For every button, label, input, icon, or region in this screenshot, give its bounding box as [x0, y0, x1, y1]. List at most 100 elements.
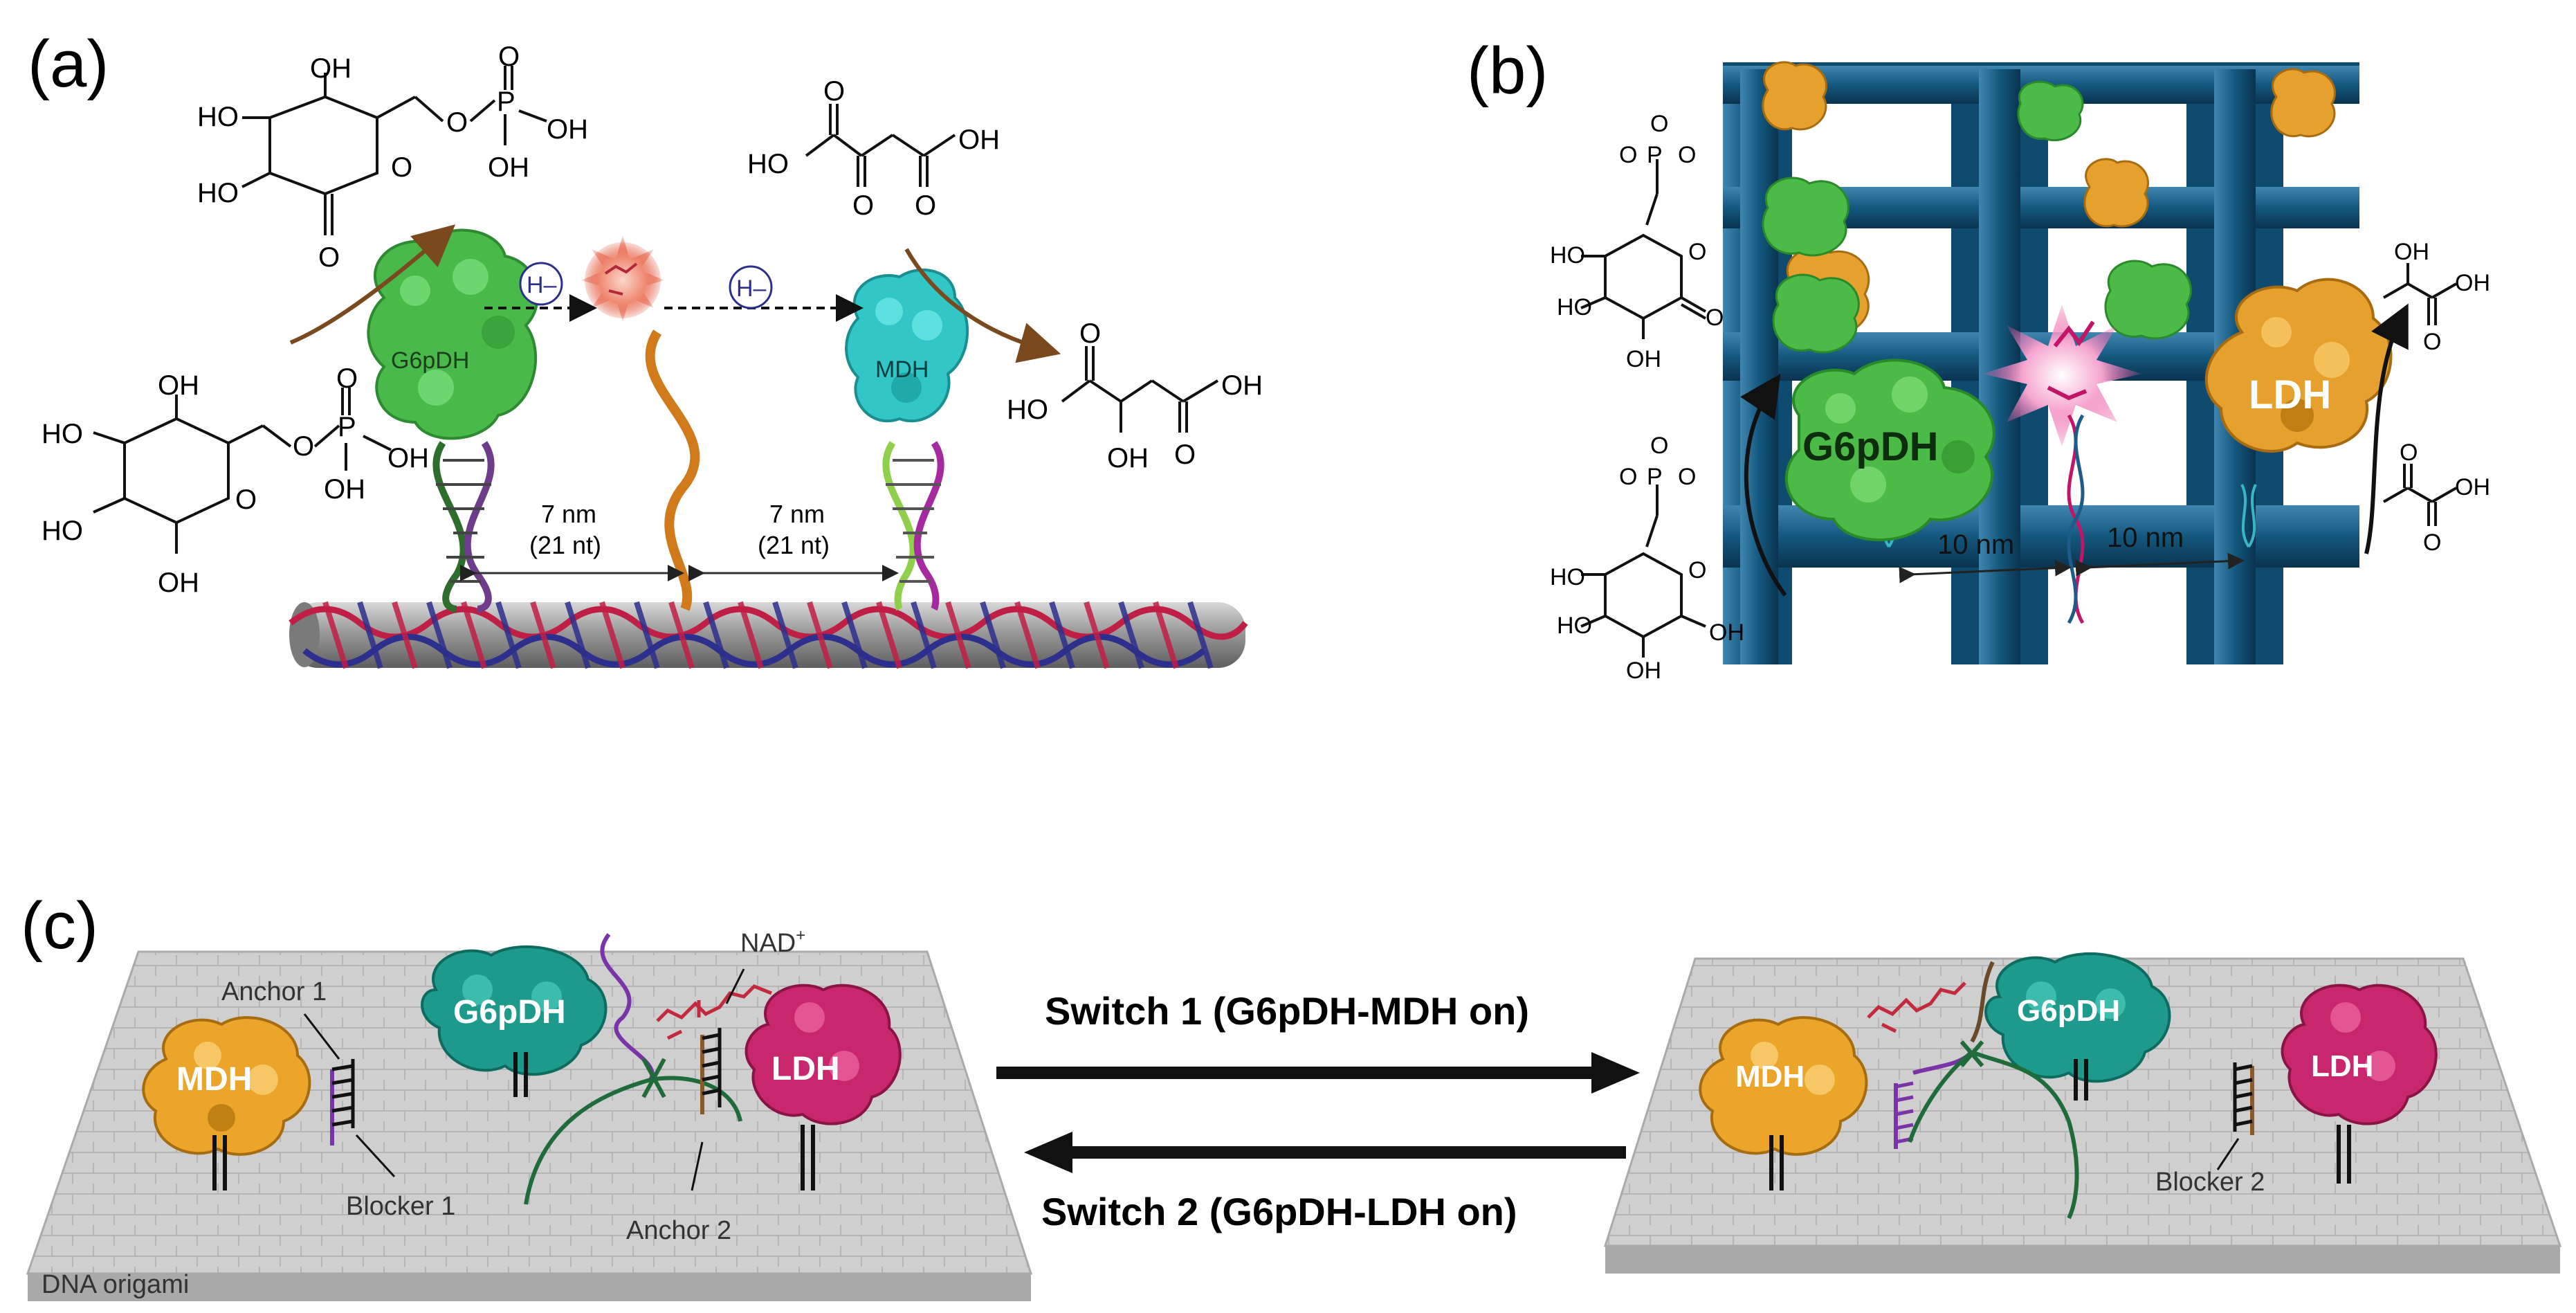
mdh-dna-tether — [882, 441, 944, 611]
distance-label: (21 nt) — [529, 531, 601, 559]
chem-label: OH — [1221, 370, 1263, 401]
enzyme-label-g6pdh: G6pDH — [2017, 994, 2120, 1028]
nad-tether-strand — [2067, 414, 2085, 624]
enzyme-label-g6pdh: G6pDH — [391, 347, 469, 374]
gluconolactone-6-phosphate-structure — [241, 66, 547, 235]
chem-label: O — [2400, 440, 2418, 466]
nad-tether-crossover — [1960, 1040, 1984, 1067]
nad-tether-strand — [645, 329, 700, 611]
nad-tether-strand — [1970, 961, 1995, 1043]
chem-label: OH — [310, 53, 351, 84]
blocker-2-strand — [2233, 1062, 2254, 1135]
distance-marker-left — [1899, 559, 2072, 583]
chem-label: P — [338, 412, 356, 442]
svg-text:H–: H– — [736, 275, 767, 302]
chem-label: HO — [1007, 395, 1048, 425]
ldh-enzyme — [745, 984, 902, 1190]
malate-structure — [1061, 346, 1219, 433]
chem-label: O — [1079, 318, 1101, 349]
label-blocker-1: Blocker 1 — [346, 1192, 455, 1221]
dna-helix-rod — [289, 601, 1248, 669]
leader-line — [2216, 1138, 2240, 1170]
g6pdh-enzyme — [1984, 952, 2171, 1101]
chem-label: HO — [197, 102, 239, 132]
anchor-1-strand — [330, 1059, 355, 1146]
chem-label: HO — [42, 419, 83, 449]
nad-cofactor — [656, 984, 772, 1040]
chem-label: O — [1678, 464, 1696, 490]
distance-marker-right — [2075, 552, 2245, 577]
g6pdh-dna-tether — [432, 441, 495, 613]
nad-tether-strand — [600, 933, 655, 1081]
chem-label: OH — [1626, 346, 1661, 372]
label-blocker-2: Blocker 2 — [2155, 1168, 2265, 1197]
chem-label: HO — [747, 149, 789, 179]
enzyme-label-g6pdh: G6pDH — [1802, 424, 1939, 469]
enzyme-label-g6pdh: G6pDH — [453, 994, 566, 1031]
pyruvate-structure — [2383, 464, 2457, 526]
nad-cofactor-burst — [581, 235, 664, 322]
chem-label: OH — [958, 125, 1000, 155]
chem-label: OH — [387, 443, 429, 473]
chem-label: OH — [1626, 658, 1661, 684]
ldh-dna-tether — [2240, 484, 2257, 548]
g6pdh-enzyme — [1784, 359, 1995, 541]
chem-label: O — [1619, 464, 1637, 490]
chem-label: HO — [1550, 564, 1585, 590]
chem-label: O — [1678, 142, 1696, 168]
chem-label: P — [497, 87, 515, 117]
g6pdh-enzyme — [421, 945, 608, 1097]
hydride-badge: H– — [729, 265, 773, 309]
nad-tether-strand — [1908, 1050, 1973, 1143]
nad-tether-crossover — [641, 1058, 666, 1098]
chem-label: O — [1650, 111, 1668, 137]
g6pdh-enzyme-small — [1762, 80, 2192, 340]
oxaloacetate-structure — [805, 104, 956, 187]
svg-text:H–: H– — [527, 272, 557, 298]
ldh-enzyme — [2281, 984, 2438, 1184]
chem-label: O — [498, 42, 520, 72]
chem-label: O — [1706, 305, 1724, 331]
glucose-6-phosphate-structure — [93, 388, 392, 554]
chem-label: OH — [158, 568, 199, 598]
chem-label: O — [235, 485, 257, 515]
chem-label: OH — [2455, 474, 2490, 500]
lactate-structure — [2383, 263, 2457, 325]
chem-label: O — [293, 431, 314, 462]
hydride-badge: H– — [519, 262, 563, 306]
enzyme-label-mdh: MDH — [1735, 1060, 1805, 1094]
panel-c-letter: (c) — [21, 889, 98, 963]
chem-label: O — [1174, 440, 1196, 470]
chem-label: OH — [2455, 270, 2490, 296]
switch-2-arrowhead — [1024, 1132, 1072, 1173]
chem-label: O — [2423, 529, 2441, 556]
nad-cofactor — [1867, 981, 1966, 1033]
chem-label: OH — [547, 114, 588, 145]
chem-label: HO — [42, 516, 83, 546]
chem-label: O — [391, 152, 412, 183]
chem-label: O — [1650, 433, 1668, 459]
panel-c: (c) MDH G6pDH — [21, 889, 2562, 1301]
nad-tether-strand — [1971, 1050, 2079, 1220]
distance-label: (21 nt) — [758, 531, 830, 559]
chem-label: O — [1619, 142, 1637, 168]
distance-label: 7 nm — [541, 500, 596, 528]
enzyme-label-ldh: LDH — [2249, 372, 2331, 417]
chem-label: O — [1688, 557, 1706, 583]
chem-label: OH — [324, 474, 365, 505]
nad-tether-strand — [524, 1078, 651, 1205]
distance-label: 10 nm — [2107, 523, 2184, 553]
chem-label: O — [2423, 329, 2441, 355]
chem-label: O — [915, 190, 936, 221]
enzyme-label-mdh: MDH — [875, 356, 929, 383]
anchor-1-strand — [1895, 1081, 1914, 1144]
chem-label: P — [1647, 142, 1663, 168]
chem-label: OH — [158, 370, 199, 401]
chem-label: HO — [197, 178, 239, 208]
panel-a: (a) OH HO HO O O O P O OH OH — [28, 27, 1263, 669]
enzyme-label-ldh: LDH — [771, 1051, 840, 1087]
chem-label: O — [336, 363, 358, 394]
switch-1-arrowhead — [1591, 1052, 1640, 1094]
mdh-enzyme — [1699, 1016, 1868, 1190]
